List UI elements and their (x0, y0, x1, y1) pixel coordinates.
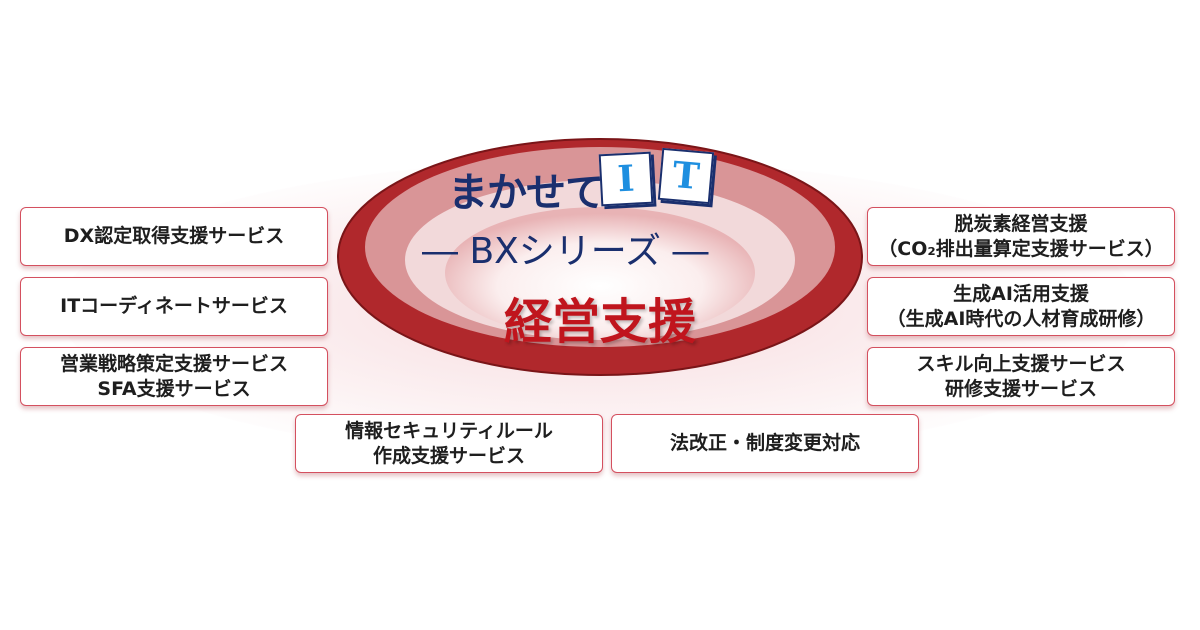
service-label: 情報セキュリティルール (345, 419, 553, 442)
service-label: スキル向上支援サービス (916, 352, 1126, 375)
service-label: ITコーディネートサービス (60, 295, 288, 318)
service-sales-strategy: 営業戦略策定支援サービス SFA支援サービス (20, 347, 328, 406)
service-label: （CO₂排出量算定支援サービス） (878, 237, 1164, 260)
service-label: 研修支援サービス (944, 377, 1097, 400)
service-label: DX認定取得支援サービス (63, 225, 285, 248)
service-label: 作成支援サービス (372, 444, 525, 467)
logo-tile-t: T (657, 147, 715, 205)
service-label: 営業戦略策定支援サービス (59, 352, 288, 375)
service-label: （生成AI時代の人材育成研修） (886, 307, 1156, 330)
service-law-revision: 法改正・制度変更対応 (611, 414, 919, 473)
logo-tile-i: I (598, 151, 654, 207)
service-label: SFA支援サービス (97, 377, 251, 400)
service-decarbonization: 脱炭素経営支援 （CO₂排出量算定支援サービス） (867, 207, 1175, 266)
service-label: 法改正・制度変更対応 (669, 432, 860, 455)
logo-ring (337, 138, 863, 376)
logo-category: 経営支援 (503, 294, 696, 350)
service-label: 生成AI活用支援 (953, 282, 1089, 305)
service-skill-improvement: スキル向上支援サービス 研修支援サービス (867, 347, 1175, 406)
service-security-rules: 情報セキュリティルール 作成支援サービス (295, 414, 603, 473)
service-dx-certification: DX認定取得支援サービス (20, 207, 328, 266)
service-generative-ai: 生成AI活用支援 （生成AI時代の人材育成研修） (867, 277, 1175, 336)
service-label: 脱炭素経営支援 (954, 212, 1088, 235)
logo-series: ― BXシリーズ ― (422, 231, 709, 272)
service-it-coordinate: ITコーディネートサービス (20, 277, 328, 336)
logo-prefix: まかせて (448, 170, 605, 216)
